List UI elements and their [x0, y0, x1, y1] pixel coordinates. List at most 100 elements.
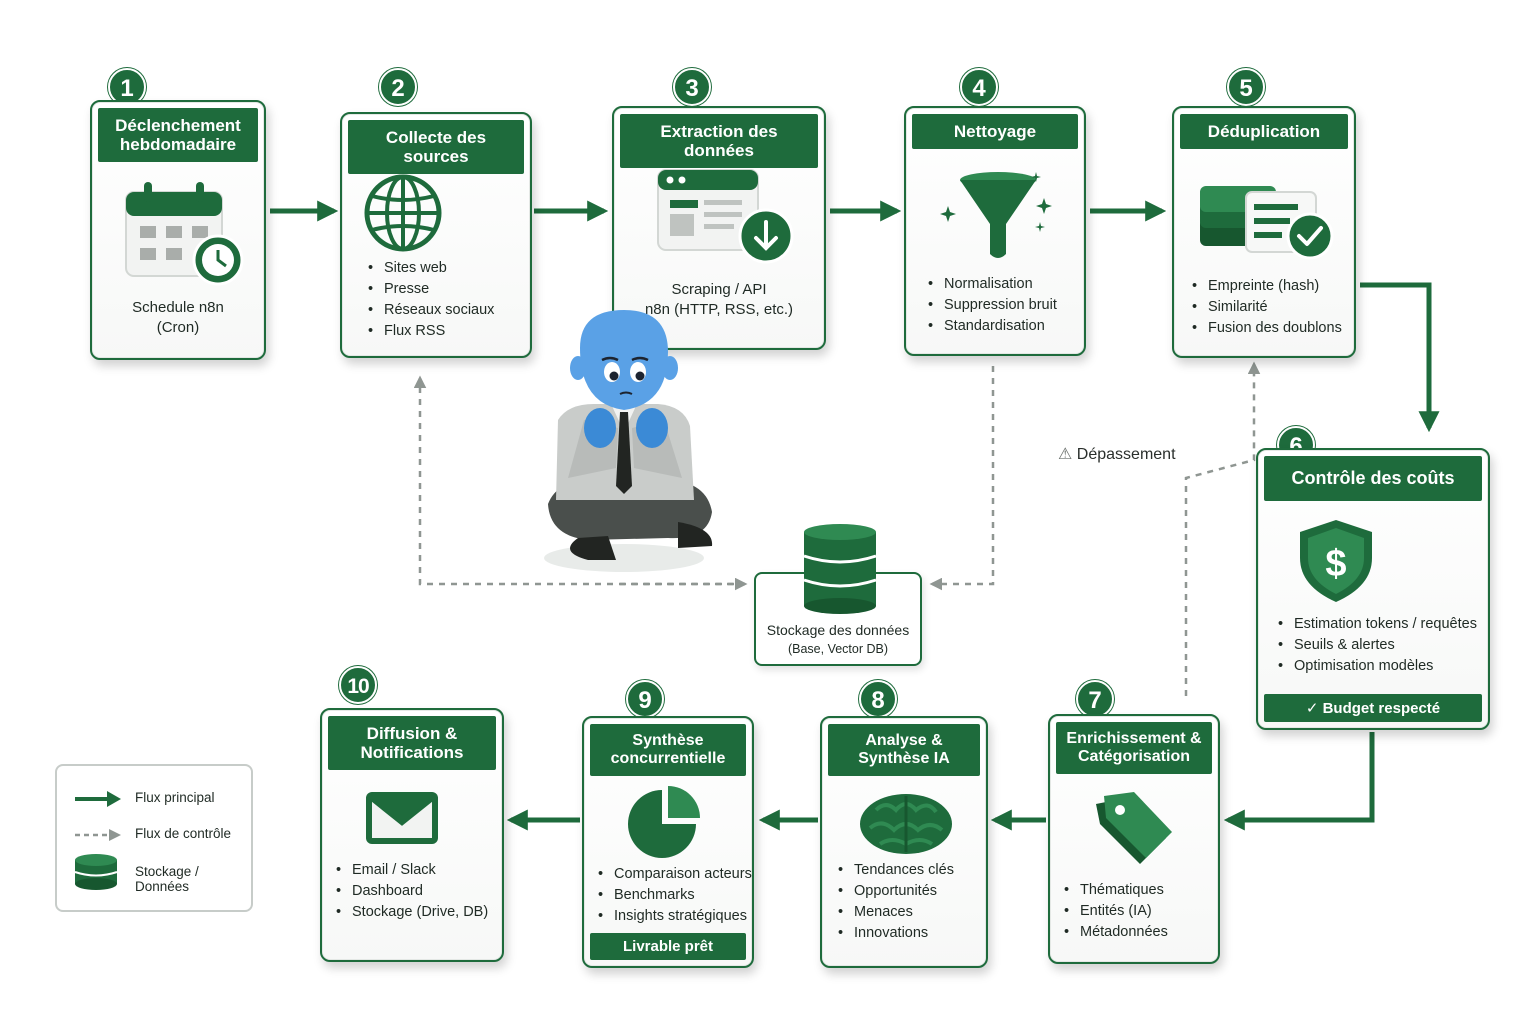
legend-label: Flux principal — [135, 790, 215, 805]
list-item: Réseaux sociaux — [368, 300, 494, 321]
warning-label: Dépassement — [1076, 446, 1176, 463]
list-item: Innovations — [838, 923, 954, 944]
step-card-diffusion[interactable]: Diffusion & Notifications Email / Slack … — [320, 708, 504, 962]
step-title: Collecte des sources — [348, 120, 524, 174]
step-number-badge: 9 — [626, 680, 664, 718]
step-number-badge: 5 — [1227, 68, 1265, 106]
list-item: Presse — [368, 279, 494, 300]
storage-node[interactable]: Stockage des données (Base, Vector DB) — [754, 524, 922, 666]
step-number-badge: 4 — [960, 68, 998, 106]
step-number-badge: 1 — [108, 68, 146, 106]
legend-row-storage: Stockage / Données — [57, 854, 251, 894]
list-item: Empreinte (hash) — [1192, 276, 1342, 297]
database-icon — [74, 854, 118, 890]
step-card-deduplication[interactable]: Déduplication Empreinte (hash) Similarit… — [1172, 106, 1356, 358]
database-icon — [803, 524, 877, 614]
list-item: Normalisation — [928, 274, 1057, 295]
list-item: Insights stratégiques — [598, 906, 752, 927]
step-card-nettoyage[interactable]: Nettoyage Normalisation Suppression brui… — [904, 106, 1086, 356]
shield-dollar-icon: $ — [1300, 520, 1372, 602]
check-circle-icon: ✓ — [1305, 700, 1323, 717]
brain-icon — [860, 794, 952, 854]
list-item: Stockage (Drive, DB) — [336, 902, 488, 923]
step-title: Analyse & Synthèse IA — [828, 724, 980, 776]
main-flow-arrow-5-6 — [1360, 282, 1440, 433]
legend-row-main-flow: Flux principal — [57, 784, 251, 814]
list-item: Dashboard — [336, 881, 488, 902]
envelope-icon — [366, 792, 438, 844]
browser-download-icon — [657, 169, 794, 264]
list-item: Suppression bruit — [928, 295, 1057, 316]
step-number-badge: 7 — [1076, 680, 1114, 718]
list-item: Fusion des doublons — [1192, 318, 1342, 339]
control-flow-nettoyage-to-storage — [929, 366, 995, 591]
step-number-badge: 10 — [339, 666, 377, 704]
step-footer-status: Livrable prêt — [590, 933, 746, 960]
step-title: Enrichissement & Catégorisation — [1056, 722, 1212, 774]
step-description: Schedule n8n — [132, 299, 224, 316]
legend-label: Stockage / Données — [135, 864, 199, 894]
step-items: Estimation tokens / requêtes Seuils & al… — [1278, 614, 1477, 677]
step-description: Scraping / API — [671, 281, 767, 298]
list-item: Seuils & alertes — [1278, 635, 1477, 656]
list-item: Email / Slack — [336, 860, 488, 881]
step-title: Extraction des données — [620, 114, 818, 168]
list-item: Métadonnées — [1064, 922, 1168, 943]
footer-label: Budget respecté — [1322, 700, 1441, 717]
step-card-collecte[interactable]: Collecte des sources Sites web Presse Ré… — [340, 112, 532, 358]
storage-sublabel: (Base, Vector DB) — [787, 642, 889, 656]
list-item: Tendances clés — [838, 860, 954, 881]
list-item: Flux RSS — [368, 321, 494, 342]
dashed-arrow-icon — [75, 829, 121, 841]
step-title: Déduplication — [1180, 114, 1348, 149]
step-number-badge: 8 — [859, 680, 897, 718]
step-title: Synthèse concurrentielle — [590, 724, 746, 776]
step-items: Normalisation Suppression bruit Standard… — [928, 274, 1057, 337]
funnel-icon — [940, 172, 1052, 258]
pie-chart-icon — [628, 786, 700, 858]
thinking-person-illustration — [544, 310, 713, 572]
step-card-controle-couts[interactable]: Contrôle des coûts $ Estimation tokens /… — [1256, 448, 1490, 730]
list-item: Opportunités — [838, 881, 954, 902]
list-item: Comparaison acteurs — [598, 864, 752, 885]
list-item: Thématiques — [1064, 880, 1168, 901]
step-title: Déclenchement hebdomadaire — [98, 108, 258, 162]
step-card-declenchement[interactable]: Déclenchement hebdomadaire Schedule n8n … — [90, 100, 266, 360]
globe-icon — [364, 174, 442, 252]
step-card-analyse[interactable]: Analyse & Synthèse IA Tendances clés Opp… — [820, 716, 988, 968]
step-title: Diffusion & Notifications — [328, 716, 496, 770]
step-items: Tendances clés Opportunités Menaces Inno… — [838, 860, 954, 944]
step-items: Email / Slack Dashboard Stockage (Drive,… — [336, 860, 488, 923]
list-item: Optimisation modèles — [1278, 656, 1477, 677]
list-item: Menaces — [838, 902, 954, 923]
stack-check-icon — [1200, 186, 1334, 260]
warning-triangle-icon: ⚠ — [1058, 446, 1073, 463]
step-number-badge: 3 — [673, 68, 711, 106]
svg-text:$: $ — [1325, 543, 1346, 585]
step-card-enrichissement[interactable]: Enrichissement & Catégorisation Thématiq… — [1048, 714, 1220, 964]
step-description: (Cron) — [156, 319, 200, 336]
list-item: Entités (IA) — [1064, 901, 1168, 922]
step-items: Thématiques Entités (IA) Métadonnées — [1064, 880, 1168, 943]
step-footer-status: ✓ Budget respecté — [1264, 694, 1482, 722]
step-items: Empreinte (hash) Similarité Fusion des d… — [1192, 276, 1342, 339]
legend-label: Flux de contrôle — [135, 826, 232, 841]
step-card-synthese[interactable]: Synthèse concurrentielle Comparaison act… — [582, 716, 754, 968]
list-item: Estimation tokens / requêtes — [1278, 614, 1477, 635]
step-title: Nettoyage — [912, 114, 1078, 149]
list-item: Benchmarks — [598, 885, 752, 906]
step-card-extraction[interactable]: Extraction des données Scraping / API n8… — [612, 106, 826, 350]
legend: Flux principal Flux de contrôle Stockage… — [55, 764, 253, 912]
list-item: Similarité — [1192, 297, 1342, 318]
solid-arrow-icon — [75, 791, 121, 807]
step-number-badge: 2 — [379, 68, 417, 106]
calendar-clock-icon — [125, 182, 244, 286]
list-item: Sites web — [368, 258, 494, 279]
tags-icon — [1096, 792, 1172, 864]
control-flow-enrichissement-to-deduplication — [1184, 361, 1261, 696]
list-item: Standardisation — [928, 316, 1057, 337]
step-description: n8n (HTTP, RSS, etc.) — [644, 301, 794, 318]
step-items: Comparaison acteurs Benchmarks Insights … — [598, 864, 752, 927]
budget-overrun-warning: ⚠ Dépassement — [1058, 444, 1176, 464]
